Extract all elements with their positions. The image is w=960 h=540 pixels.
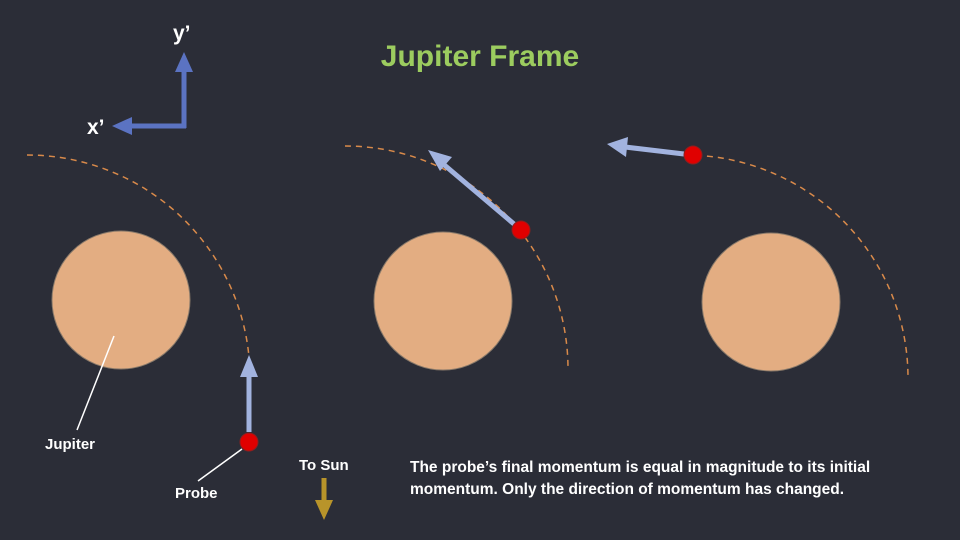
axes-arrows-icon	[112, 52, 193, 135]
momentum-arrow	[428, 150, 516, 226]
jupiter-planet	[373, 231, 513, 371]
sun-direction-arrow-icon	[315, 478, 333, 520]
jupiter-callout-line	[76, 335, 115, 431]
probe-label: Probe	[175, 485, 218, 502]
probe-dot	[683, 145, 703, 165]
x-axis-label: x’	[87, 116, 105, 139]
to-sun-label: To Sun	[299, 457, 349, 474]
panel-1	[26, 154, 259, 482]
momentum-arrow	[607, 137, 685, 157]
page-title: Jupiter Frame	[380, 40, 580, 73]
probe-dot	[511, 220, 531, 240]
jupiter-label: Jupiter	[45, 436, 96, 453]
probe-trajectory	[684, 154, 909, 379]
jupiter-planet	[51, 230, 191, 370]
probe-dot	[239, 432, 259, 452]
panel-3	[607, 137, 909, 379]
jupiter-planet	[701, 232, 841, 372]
probe-callout-line	[197, 448, 243, 482]
caption-text: The probe’s final momentum is equal in m…	[410, 459, 871, 498]
momentum-arrow	[240, 355, 258, 432]
panel-2	[344, 145, 569, 371]
probe-trajectory	[26, 154, 251, 379]
y-axis-label: y’	[173, 22, 191, 45]
probe-trajectory	[344, 145, 569, 370]
